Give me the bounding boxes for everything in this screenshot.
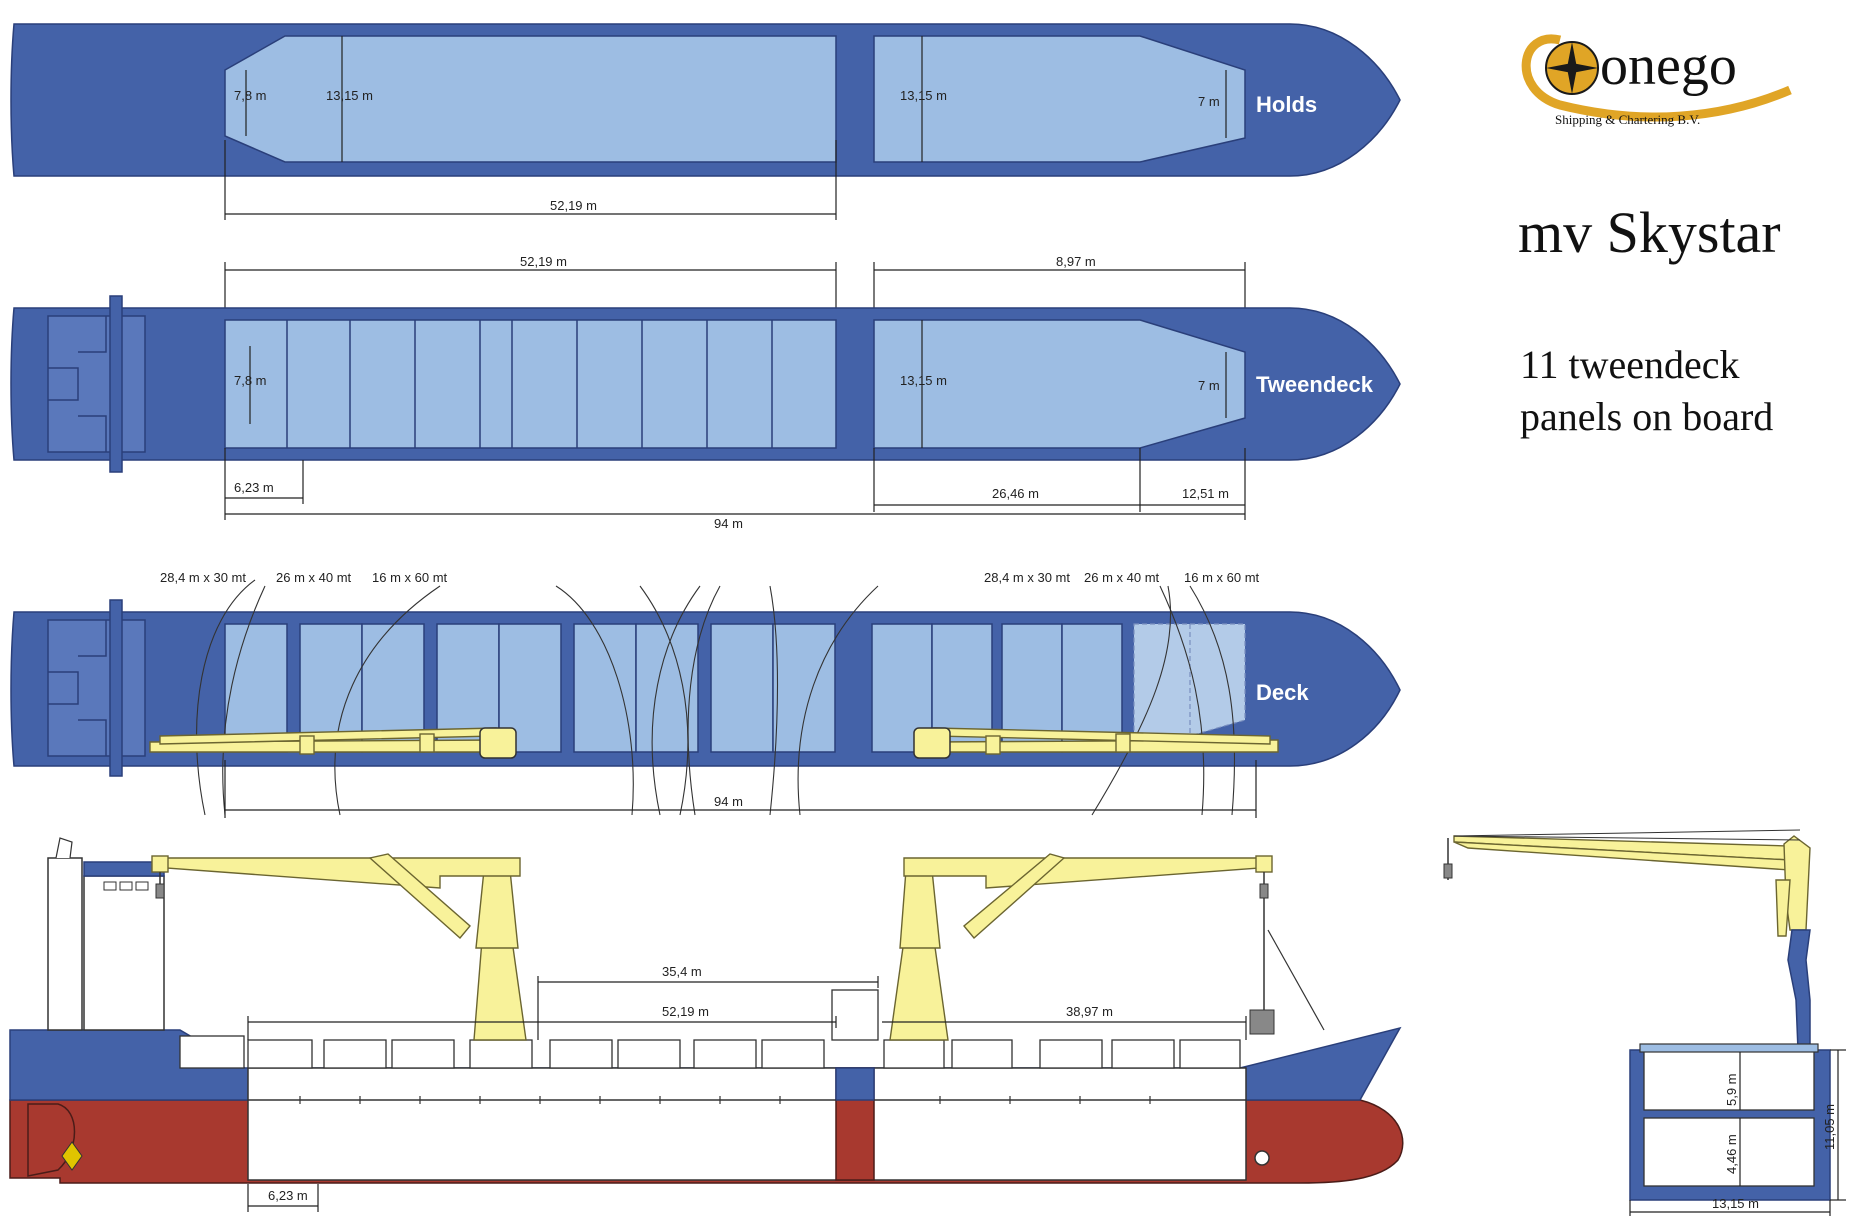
crane-reach-arcs bbox=[196, 579, 1236, 816]
dim-tween-h1-width: 7,8 m bbox=[234, 373, 267, 388]
dim-holds-h2-fwd-width: 7 m bbox=[1198, 94, 1220, 109]
accommodation-block bbox=[83, 875, 165, 1031]
crane-jibs-plan bbox=[149, 727, 1279, 759]
dim-deck-overall: 94 m bbox=[714, 794, 743, 809]
crane1-rating-2: 26 m x 40 mt bbox=[276, 570, 352, 585]
dim-profile-hold1: 52,19 m bbox=[662, 1004, 709, 1019]
propeller-icon bbox=[61, 1141, 83, 1171]
forecastle-winch bbox=[1249, 1009, 1275, 1035]
crane2-rating-1: 28,4 m x 30 mt bbox=[984, 570, 1070, 585]
crane-aft-profile bbox=[151, 853, 527, 1041]
dim-section-upper: 5,9 m bbox=[1724, 1073, 1739, 1106]
crane-pedestal-section bbox=[1787, 929, 1811, 1051]
deck-house bbox=[831, 989, 879, 1041]
crane-fwd-profile bbox=[889, 853, 1325, 1041]
hatch-cover-section bbox=[1639, 1043, 1819, 1053]
tweendeck-label: Tweendeck bbox=[1256, 372, 1374, 397]
panels-note-line1: 11 tweendeck bbox=[1520, 342, 1740, 387]
hatch-covers-profile bbox=[179, 1035, 1241, 1069]
dim-tween-h2-fwd-width: 7 m bbox=[1198, 378, 1220, 393]
dim-holds-h1-width: 7,8 m bbox=[234, 88, 267, 103]
crane1-rating-3: 16 m x 60 mt bbox=[372, 570, 448, 585]
deck-plan: 28,4 m x 30 mt 26 m x 40 mt 16 m x 60 mt… bbox=[10, 570, 1401, 818]
dim-section-depth: 11,05 m bbox=[1822, 1104, 1837, 1150]
holds-label: Holds bbox=[1256, 92, 1317, 117]
dim-holds-h1-breadth: 13,15 m bbox=[326, 88, 373, 103]
dim-tween-h2-fwd: 12,51 m bbox=[1182, 486, 1229, 501]
deck-label: Deck bbox=[1256, 680, 1309, 705]
dim-profile-aft-panel: 6,23 m bbox=[268, 1188, 308, 1203]
dim-tween-h2-breadth: 13,15 m bbox=[900, 373, 947, 388]
hatch-covers bbox=[224, 623, 1246, 753]
holds-plan: Holds 7,8 m 13,15 m 13,15 m 7 m 52,19 m bbox=[10, 23, 1401, 220]
onego-logo: onego Shipping & Chartering B.V. bbox=[1521, 34, 1792, 127]
funnel-mast bbox=[47, 857, 83, 1031]
brand-tagline: Shipping & Chartering B.V. bbox=[1555, 112, 1700, 127]
dim-tween-overall: 94 m bbox=[714, 516, 743, 531]
crane1-pedestal-plan bbox=[479, 727, 517, 759]
dim-section-lower: 4,46 m bbox=[1724, 1134, 1739, 1174]
logo-swoosh bbox=[1521, 34, 1792, 122]
dim-section-breadth: 13,15 m bbox=[1712, 1196, 1759, 1211]
panels-note-line2: panels on board bbox=[1520, 394, 1773, 439]
midship-section: 5,9 m 4,46 m 11,05 m 13,15 m bbox=[1443, 829, 1846, 1216]
vessel-title: mv Skystar bbox=[1518, 200, 1781, 265]
dim-tween-h2-mid: 26,46 m bbox=[992, 486, 1039, 501]
bridge-wing-deck bbox=[109, 599, 123, 777]
cargo-holds-section bbox=[247, 1067, 1247, 1181]
crane1-rating-1: 28,4 m x 30 mt bbox=[160, 570, 246, 585]
dim-profile-hold2: 38,97 m bbox=[1066, 1004, 1113, 1019]
crane2-rating-2: 26 m x 40 mt bbox=[1084, 570, 1160, 585]
brand-name: onego bbox=[1600, 35, 1737, 97]
porthole bbox=[1254, 1150, 1270, 1166]
dim-holds-h1-length: 52,19 m bbox=[550, 198, 597, 213]
side-profile: 35,4 m 52,19 m 38,97 m 6,23 m bbox=[9, 837, 1404, 1212]
dim-profile-outreach: 35,4 m bbox=[662, 964, 702, 979]
tweendeck-hold-1 bbox=[224, 319, 837, 449]
dim-tween-aft-panel: 6,23 m bbox=[234, 480, 274, 495]
tweendeck-plan: 52,19 m 8,97 m Tweendeck 7,8 m 13,15 m 7… bbox=[10, 254, 1401, 531]
accommodation-tweendeck bbox=[47, 315, 146, 453]
crane2-pedestal-plan bbox=[913, 727, 951, 759]
dim-holds-h2-breadth: 13,15 m bbox=[900, 88, 947, 103]
dim-tween-h1-length: 52,19 m bbox=[520, 254, 567, 269]
dim-tween-h2-length: 8,97 m bbox=[1056, 254, 1096, 269]
hold-2 bbox=[873, 35, 1246, 163]
hold-1 bbox=[224, 35, 837, 163]
accommodation-deck bbox=[47, 619, 146, 757]
crane2-rating-3: 16 m x 60 mt bbox=[1184, 570, 1260, 585]
bridge-wing-tweendeck bbox=[109, 295, 123, 473]
